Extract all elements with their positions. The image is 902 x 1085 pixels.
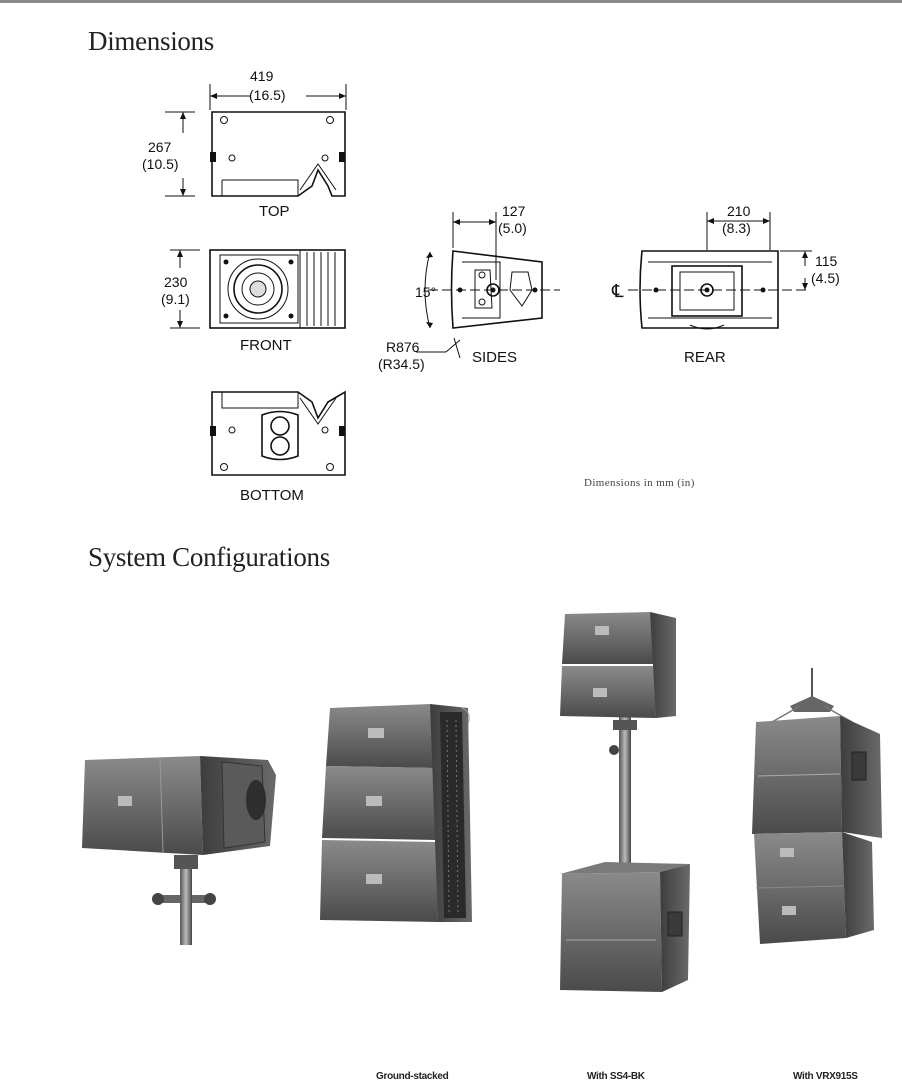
caption-with-ss4-bk: With SS4-BK	[587, 1071, 645, 1082]
top-rule	[0, 0, 902, 3]
front-height-in: (9.1)	[161, 291, 190, 307]
sides-radius-in: (R34.5)	[378, 356, 425, 372]
sides-depth-mm: 127	[502, 203, 526, 219]
system-configurations-heading: System Configurations	[88, 542, 330, 572]
units-note: Dimensions in mm (in)	[584, 477, 695, 489]
rear-width-mm: 210	[727, 203, 751, 219]
bottom-view-drawing	[210, 390, 346, 476]
top-depth-mm: 267	[148, 139, 172, 155]
sides-depth-in: (5.0)	[498, 220, 527, 236]
sides-angle: 15°	[415, 284, 436, 300]
config-single-pole-photo	[82, 756, 276, 945]
top-view-label: TOP	[259, 203, 290, 220]
front-height-mm: 230	[164, 274, 188, 290]
front-view-drawing	[170, 249, 346, 329]
caption-with-vrx915s: With VRX915S	[793, 1071, 858, 1082]
config-ground-stacked-photo	[320, 704, 472, 922]
rear-width-in: (8.3)	[722, 220, 751, 236]
config-vrx915s-photo	[752, 668, 882, 944]
dimensions-heading: Dimensions	[88, 26, 215, 56]
top-depth-in: (10.5)	[142, 156, 179, 172]
rear-offset-mm: 115	[815, 253, 838, 269]
rear-offset-in: (4.5)	[811, 270, 840, 286]
caption-ground-stacked: Ground-stacked	[376, 1071, 449, 1082]
top-width-mm: 419	[250, 68, 274, 84]
top-view-drawing	[165, 84, 347, 197]
rear-view-drawing	[628, 212, 812, 330]
config-ss4-bk-photo	[560, 612, 690, 992]
top-width-in: (16.5)	[249, 87, 286, 103]
sides-view-label: SIDES	[472, 349, 517, 366]
front-view-label: FRONT	[240, 337, 292, 354]
sides-view-drawing	[416, 212, 560, 359]
bottom-view-label: BOTTOM	[240, 487, 304, 504]
sides-radius-mm: R876	[386, 339, 420, 355]
rear-view-label: REAR	[684, 349, 726, 366]
centerline-symbol: ℄	[611, 281, 624, 301]
